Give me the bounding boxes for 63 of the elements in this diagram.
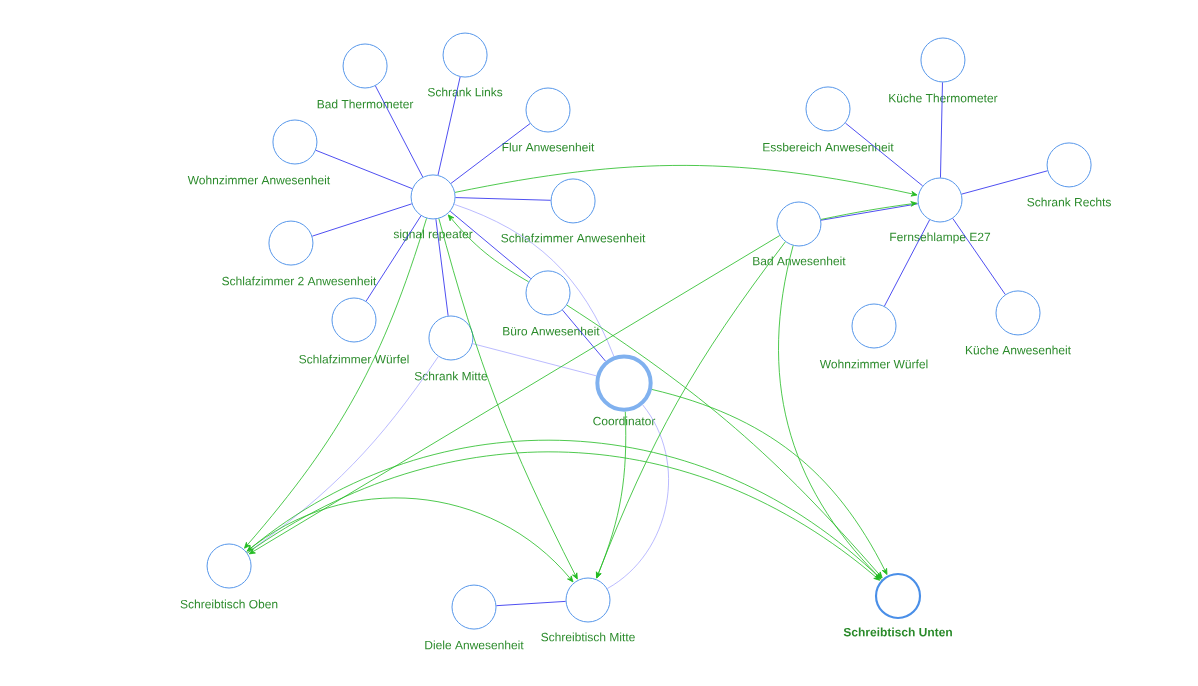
arrow <box>778 245 882 580</box>
connector-line <box>952 218 1006 295</box>
node-label: Schreibtisch Unten <box>843 627 952 637</box>
device-node: Schlafzimmer Würfel <box>299 297 409 364</box>
node-label: Bad Anwesenheit <box>753 256 846 266</box>
node-label: Diele Anwesenheit <box>425 640 524 650</box>
node-label: Bad Thermometer <box>317 99 414 109</box>
node-label: Schrank Mitte <box>414 371 488 381</box>
node-label: Küche Anwesenheit <box>965 345 1071 355</box>
device-node: Wohnzimmer Würfel <box>819 303 928 369</box>
connector-line <box>472 343 597 377</box>
node-label: Schlafzimmer Anwesenheit <box>501 233 646 243</box>
arrow <box>248 235 781 555</box>
connector-line <box>455 197 551 201</box>
connector-line <box>845 122 923 187</box>
node-label: Schreibtisch Oben <box>180 599 278 609</box>
connector-line <box>311 203 413 237</box>
node-label: Flur Anwesenheit <box>502 142 595 152</box>
device-node: Schrank Rechts <box>1027 142 1111 207</box>
node-label: Wohnzimmer Würfel <box>819 359 928 369</box>
arrow <box>438 218 578 580</box>
connector-line <box>961 170 1048 195</box>
device-node: Küche Thermometer <box>889 37 998 103</box>
connector-line <box>453 203 615 357</box>
device-node: Bad Thermometer <box>317 43 414 109</box>
device-node: Schrank Mitte <box>414 315 488 381</box>
arrow <box>454 165 918 197</box>
node-label: Schlafzimmer 2 Anwesenheit <box>222 276 377 286</box>
device-node: Bad Anwesenheit <box>753 201 846 266</box>
device-node: Schlafzimmer 2 Anwesenheit <box>222 220 377 286</box>
arrow <box>596 411 627 579</box>
connector-line <box>450 123 531 184</box>
node-label: Schrank Links <box>427 87 503 97</box>
node-label: Schreibtisch Mitte <box>541 632 635 642</box>
device-node: Flur Anwesenheit <box>502 87 595 152</box>
device-node: Büro Anwesenheit <box>503 270 600 336</box>
node-label: Schrank Rechts <box>1027 197 1111 207</box>
device-node: Schreibtisch Mitte <box>541 577 635 642</box>
connector-line <box>365 215 422 302</box>
connector-line <box>562 309 606 362</box>
node-label: Küche Thermometer <box>889 93 998 103</box>
node-label: Schlafzimmer Würfel <box>299 354 409 364</box>
device-node: Schreibtisch Unten <box>843 572 952 637</box>
node-label: Wohnzimmer Anwesenheit <box>187 175 331 185</box>
connector-line <box>435 218 449 317</box>
arrow <box>651 389 888 575</box>
device-node: Diele Anwesenheit <box>425 584 524 650</box>
connector-line <box>940 82 943 178</box>
node-label: Essbereich Anwesenheit <box>763 142 894 152</box>
arrow <box>244 218 427 549</box>
connector-line <box>375 85 424 178</box>
arrow <box>246 497 574 583</box>
connector-line <box>315 149 413 190</box>
device-node: Schreibtisch Oben <box>180 543 278 609</box>
device-node: Schlafzimmer Anwesenheit <box>501 178 646 243</box>
connector-line <box>496 601 566 607</box>
node-label: Büro Anwesenheit <box>503 326 600 336</box>
device-node: Wohnzimmer Anwesenheit <box>187 119 331 185</box>
connector-line <box>437 76 461 176</box>
connector-line <box>606 404 669 589</box>
arrow <box>566 304 883 579</box>
device-node: Küche Anwesenheit <box>965 290 1071 355</box>
device-node: Schrank Links <box>427 32 503 97</box>
